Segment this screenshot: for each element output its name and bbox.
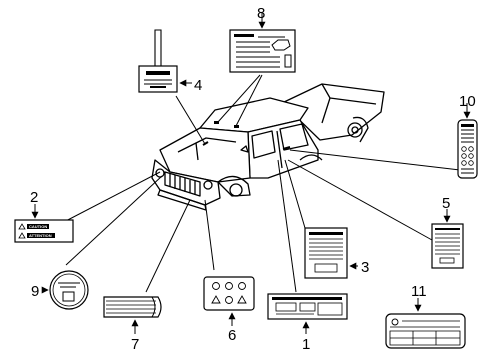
callout-9: 9 xyxy=(31,283,39,300)
callout-2: 2 xyxy=(30,189,38,206)
label-7 xyxy=(103,296,162,334)
leader-lines xyxy=(59,74,461,293)
callout-3: 3 xyxy=(361,259,369,276)
callout-4: 4 xyxy=(194,77,202,94)
label-11 xyxy=(385,298,466,349)
callout-8: 8 xyxy=(257,5,265,22)
label-10 xyxy=(457,103,478,179)
callout-10: 10 xyxy=(459,93,476,110)
label-2-line-1: CAUTION xyxy=(29,224,47,229)
label-1 xyxy=(267,293,348,334)
label-4 xyxy=(138,29,192,93)
label-2-line-2: ATTENTION xyxy=(29,233,52,238)
callout-6: 6 xyxy=(228,327,236,344)
label-2: CAUTION ATTENTION xyxy=(14,204,74,243)
callout-5: 5 xyxy=(442,195,450,212)
callout-11: 11 xyxy=(411,283,427,300)
label-9 xyxy=(41,270,89,310)
truck-illustration xyxy=(151,83,385,211)
label-5 xyxy=(431,209,464,269)
callout-1: 1 xyxy=(302,336,310,353)
label-6 xyxy=(203,276,255,326)
label-8 xyxy=(229,12,296,73)
callout-7: 7 xyxy=(131,336,139,353)
callout-numbers: 8 4 10 2 5 3 9 11 6 7 1 xyxy=(30,5,476,353)
label-3 xyxy=(304,227,358,279)
